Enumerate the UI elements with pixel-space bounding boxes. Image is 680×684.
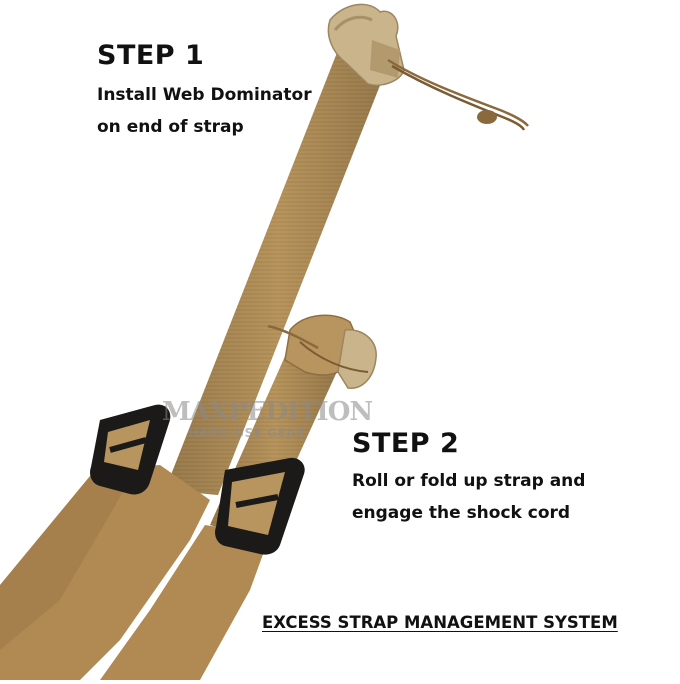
maxpedition-watermark: MAXPEDITION HARD-USE GEAR: [162, 397, 373, 440]
system-caption: EXCESS STRAP MANAGEMENT SYSTEM: [262, 613, 618, 632]
buckle-two: [215, 457, 305, 555]
step-two-title: STEP 2: [352, 428, 460, 459]
watermark-tagline: HARD-USE GEAR: [188, 426, 306, 440]
step-one-line-2: on end of strap: [97, 117, 244, 137]
step-two-line-1: Roll or fold up strap and: [352, 471, 586, 491]
buckle-one: [90, 404, 171, 495]
step-two-line-2: engage the shock cord: [352, 503, 571, 523]
strap-one: [0, 45, 392, 680]
step-one-title: STEP 1: [97, 40, 205, 71]
step-one-line-1: Install Web Dominator: [97, 85, 312, 105]
step-one-block: STEP 1 Install Web Dominator on end of s…: [97, 40, 312, 143]
web-dominator-top: [327, 3, 529, 131]
watermark-brand: MAXPEDITION: [162, 397, 373, 427]
step-two-block: STEP 2 Roll or fold up strap and engage …: [352, 428, 585, 529]
